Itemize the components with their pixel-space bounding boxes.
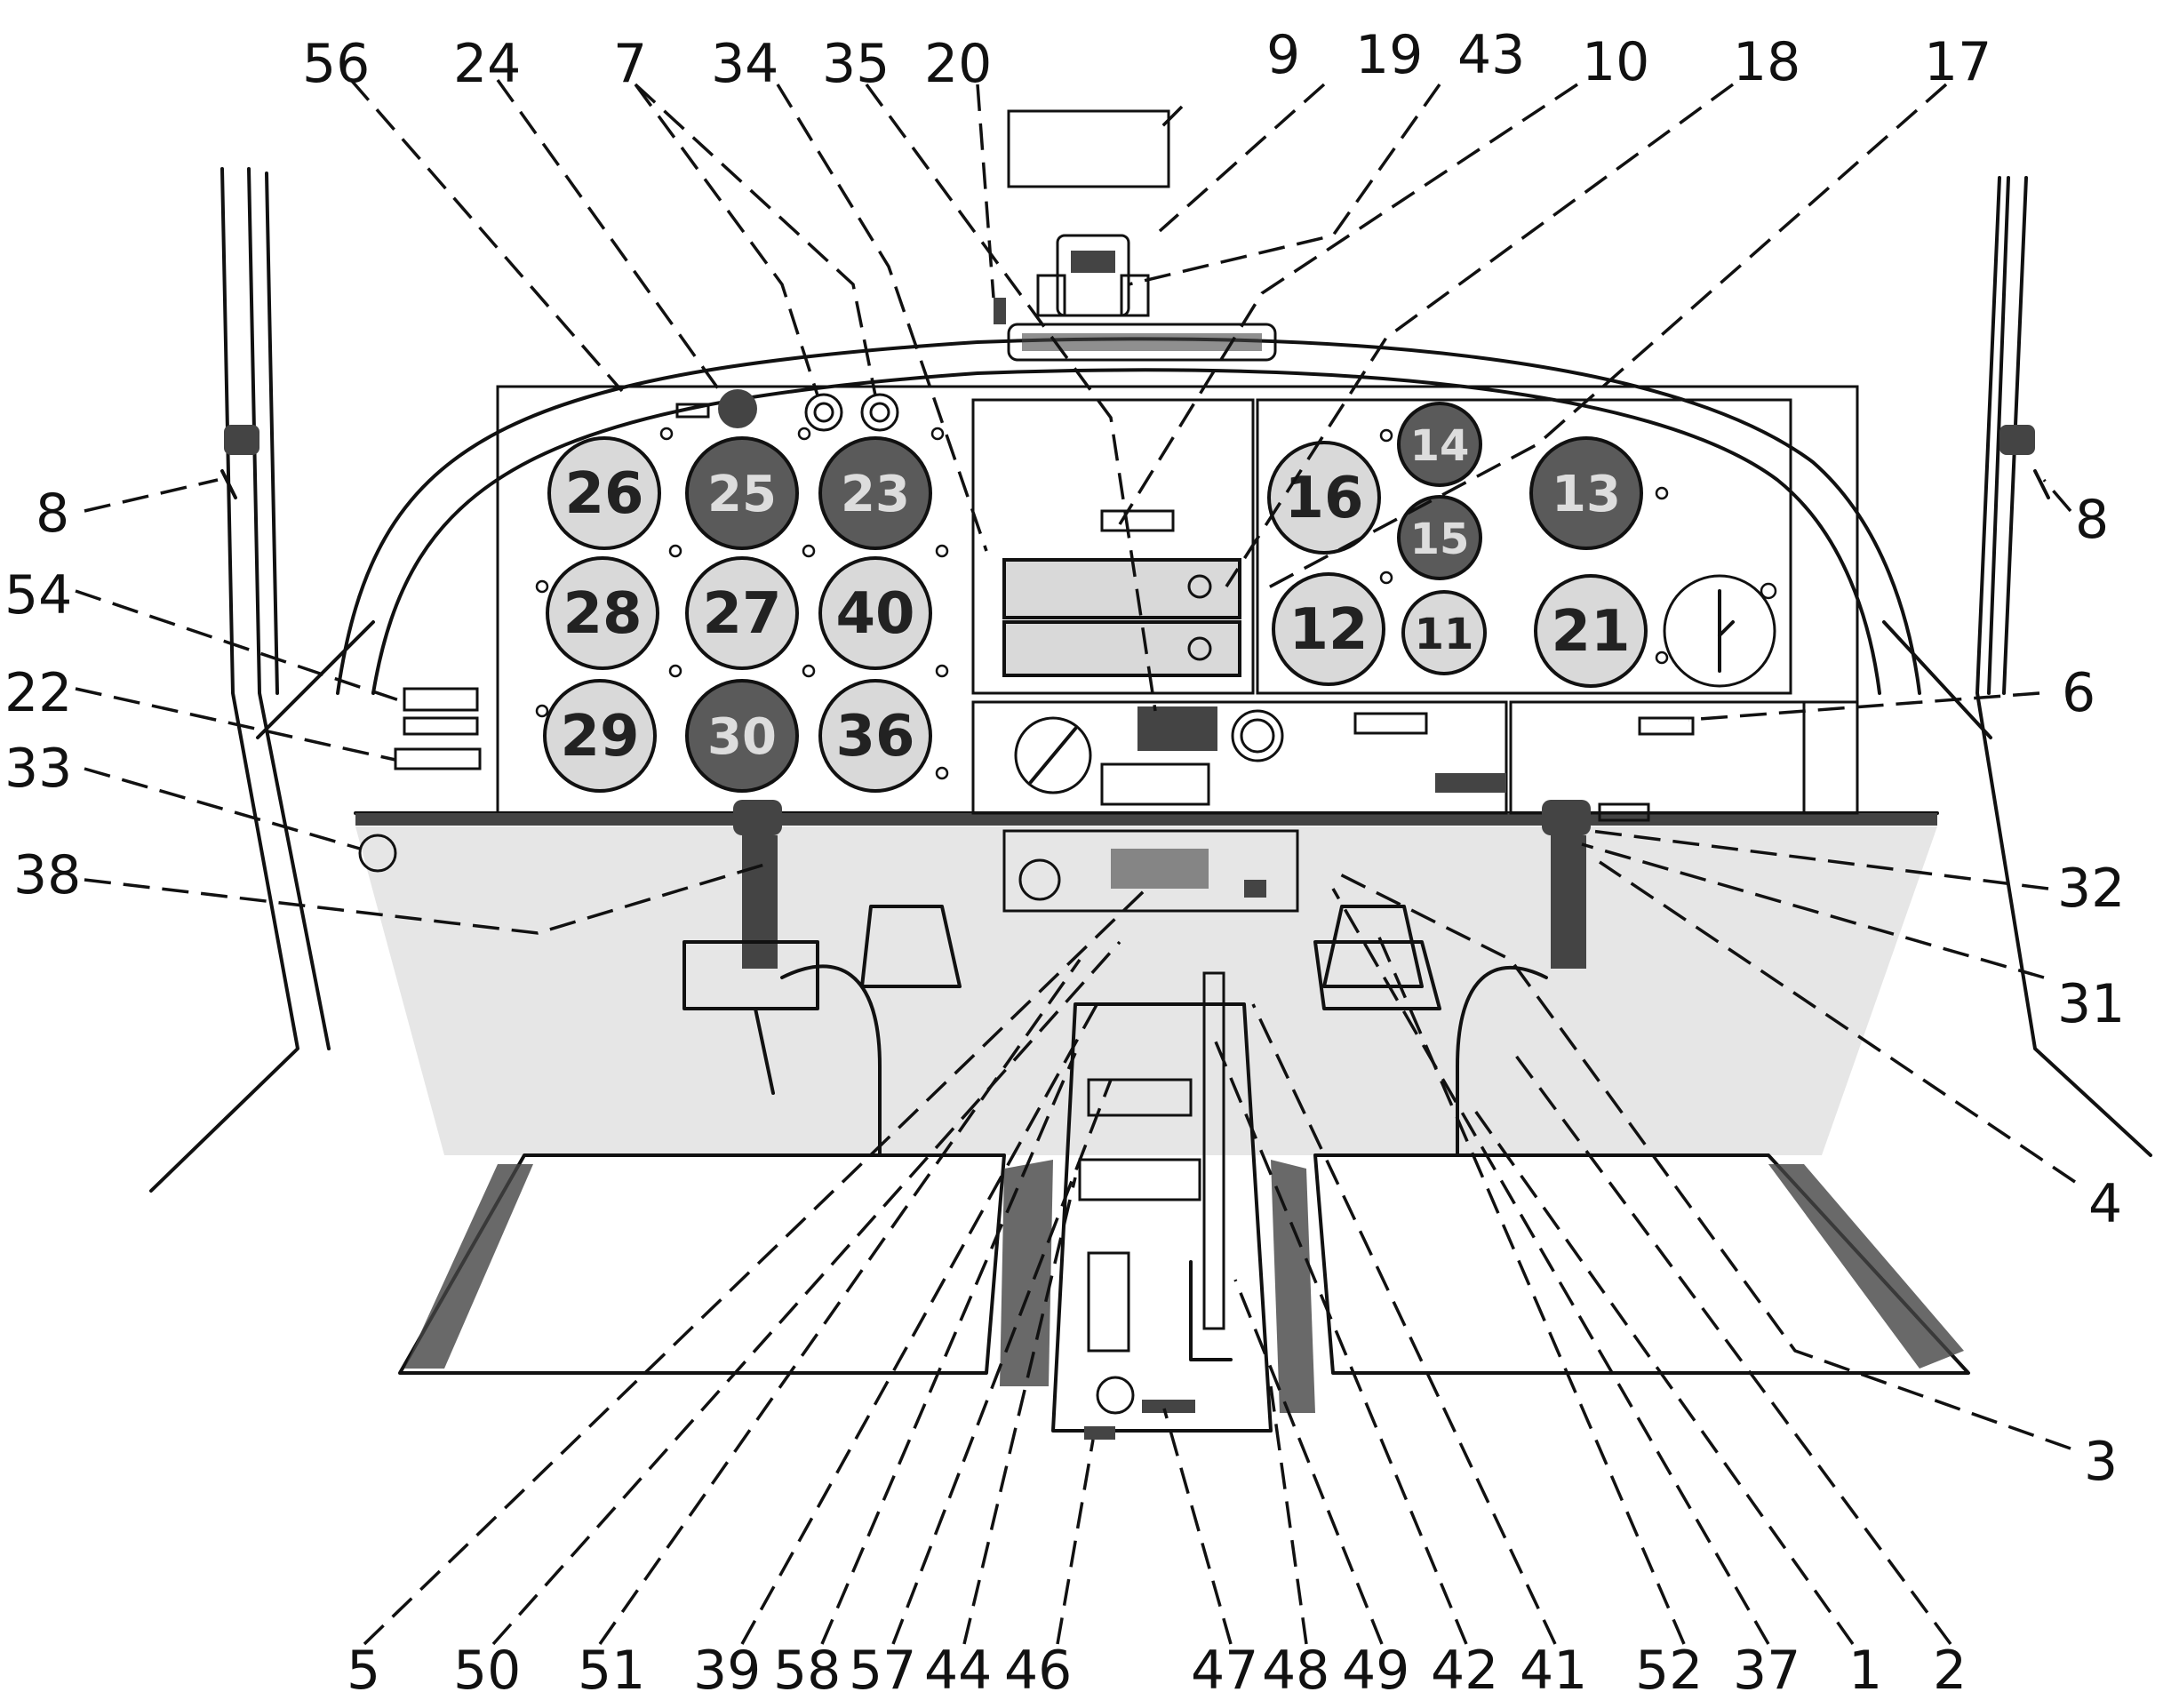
gauge-23-label: 23 [841,466,910,523]
callout-57: 57 [849,1640,916,1702]
callout-50: 50 [453,1640,521,1702]
gauge-23: 23 [818,436,932,550]
yoke-right [1313,800,1591,1157]
gauge-36: 36 [818,679,932,793]
oat-probe [994,298,1006,324]
callout-44: 44 [924,1640,992,1702]
gauge-14: 14 [1397,402,1482,487]
vent-grill [1007,323,1277,362]
gauge-27-label: 27 [702,581,781,647]
gauge-40-label: 40 [835,581,914,647]
gauge-30: 30 [685,679,799,793]
callout-41: 41 [1520,1640,1587,1702]
gauge-27: 27 [685,556,799,670]
gauge-14-label: 14 [1410,421,1470,471]
leader-lines [75,78,2076,1646]
callout-2: 2 [1933,1640,1967,1702]
gauge-group-left: 26 25 23 28 27 40 29 30 [543,436,932,793]
gauge-25: 25 [685,436,799,550]
left-knob-33 [358,834,397,873]
callout-46: 46 [1004,1640,1072,1702]
callout-18: 18 [1733,31,1800,93]
door-handle-right [1999,425,2050,499]
callout-56: 56 [302,33,370,95]
gauge-28-label: 28 [563,581,642,647]
callout-1: 1 [1848,1640,1882,1702]
gauge-group-right: 16 14 15 13 12 11 21 [1267,402,1776,688]
gauge-21-label: 21 [1551,599,1630,665]
left-switch-panel [394,687,482,770]
sub-panel-console [1002,829,1299,913]
callout-22: 22 [4,662,72,724]
callout-3: 3 [2084,1431,2118,1493]
annunciator-row [675,389,899,432]
callout-9: 9 [1266,24,1300,86]
gauge-13-label: 13 [1552,466,1621,523]
callout-48: 48 [1262,1640,1329,1702]
callout-20: 20 [924,33,992,95]
gauge-12: 12 [1272,572,1385,686]
radio-stack [1002,509,1241,677]
callout-37: 37 [1733,1640,1800,1702]
gauge-26: 26 [547,436,661,550]
panel-screws [535,427,1777,780]
callout-43: 43 [1457,24,1525,86]
callout-8-left: 8 [36,483,69,545]
gauge-30-label: 30 [707,708,777,766]
gauge-25-label: 25 [707,466,777,523]
clock-gauge [1663,574,1776,688]
callout-7: 7 [613,33,647,95]
rear-view-mirror [1007,109,1170,188]
callout-58: 58 [773,1640,841,1702]
gauge-28: 28 [546,556,659,670]
callout-8-right: 8 [2075,489,2109,551]
callout-4: 4 [2088,1173,2122,1235]
gauge-15: 15 [1397,495,1482,580]
yoke-left [682,800,882,1157]
gauge-29: 29 [543,679,657,793]
lower-centre-panel [1014,706,1695,806]
gauge-40: 40 [818,556,932,670]
callout-6: 6 [2062,662,2095,724]
callout-39: 39 [693,1640,761,1702]
gauge-11: 11 [1401,590,1487,675]
callout-38: 38 [13,844,81,906]
callout-10: 10 [1582,31,1649,93]
callout-31: 31 [2057,973,2125,1035]
callout-19: 19 [1355,24,1423,86]
callout-47: 47 [1191,1640,1258,1702]
callout-32: 32 [2057,858,2125,920]
magnetic-compass [1036,234,1150,317]
callout-5: 5 [347,1640,380,1702]
callout-24: 24 [453,33,521,95]
gauge-21: 21 [1534,574,1648,688]
gauge-11-label: 11 [1415,610,1474,659]
gauge-26-label: 26 [564,461,643,527]
callout-52: 52 [1635,1640,1703,1702]
gauge-15-label: 15 [1410,515,1470,564]
door-handle-left [220,425,259,499]
gauge-29-label: 29 [560,704,639,770]
gauge-36-label: 36 [835,704,914,770]
seat-right [1313,1153,1970,1375]
callout-labels: 56 24 7 34 35 20 9 19 43 10 18 17 8 8 54… [4,24,2125,1702]
callout-54: 54 [4,564,72,627]
right-switch-32 [1598,802,1650,822]
seat-left [398,1153,1006,1375]
callout-17: 17 [1924,31,1991,93]
callout-34: 34 [711,33,778,95]
gauge-16: 16 [1267,441,1381,555]
gauge-12-label: 12 [1289,597,1368,663]
callout-33: 33 [4,738,72,800]
callout-42: 42 [1431,1640,1498,1702]
gauge-13: 13 [1529,436,1643,550]
callout-49: 49 [1342,1640,1409,1702]
rudder-pedals [860,905,1424,988]
callout-35: 35 [822,33,890,95]
callout-51: 51 [578,1640,645,1702]
